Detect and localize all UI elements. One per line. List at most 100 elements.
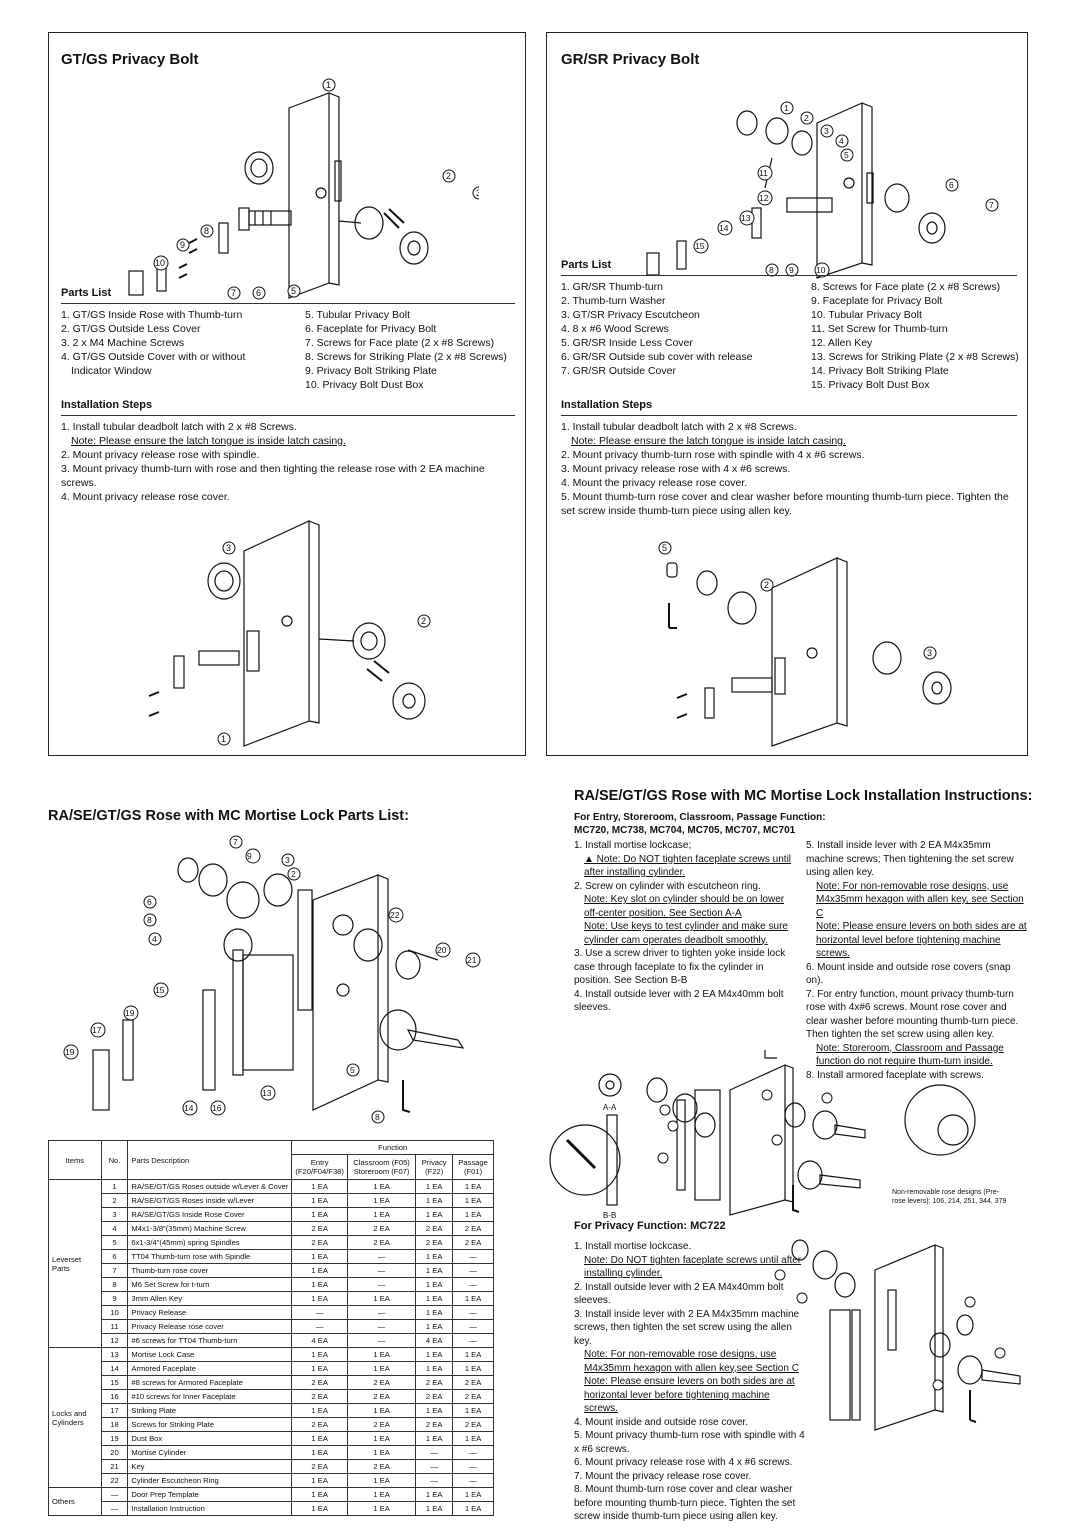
part-description: Dust Box (127, 1431, 293, 1446)
table-cell: 1 EA (291, 1445, 348, 1460)
note: Note: Please ensure the latch tongue is … (71, 435, 346, 447)
table-cell: 1 EA (452, 1487, 494, 1502)
table-cell: 2 EA (346, 1235, 417, 1250)
gr-panel-title: GR/SR Privacy Bolt (561, 51, 700, 68)
svg-text:17: 17 (92, 1025, 102, 1035)
part-description: Door Prep Template (127, 1487, 293, 1502)
table-cell: 2 EA (415, 1375, 454, 1390)
list-item: 5. Tubular Privacy Bolt (305, 309, 411, 321)
svg-text:2: 2 (291, 869, 296, 879)
table-cell: 2 EA (415, 1417, 454, 1432)
gr-privacy-bolt-panel: GR/SR Privacy Bolt 1 2 3 4 5 6 7 8 (546, 32, 1028, 756)
table-cell: — (452, 1249, 494, 1264)
list-item: 6. GR/SR Outside sub cover with release (561, 351, 753, 363)
table-cell: — (346, 1263, 417, 1278)
table-cell: 7 (100, 1263, 129, 1278)
svg-text:16: 16 (212, 1103, 222, 1113)
step: 3. Mount privacy release rose with 4 x #… (561, 463, 791, 475)
svg-text:3: 3 (476, 188, 479, 198)
gr-install-diagram: 5 2 3 4 (658, 541, 952, 747)
table-cell: — (452, 1277, 494, 1292)
table-cell: 3 (100, 1207, 129, 1222)
svg-text:1: 1 (326, 80, 331, 90)
gr-parts-right: 8. Screws for Face plate (2 x #8 Screws)… (811, 280, 1019, 392)
part-description: Privacy Release (127, 1305, 293, 1320)
table-cell: 1 EA (291, 1361, 348, 1376)
svg-text:5: 5 (350, 1065, 355, 1075)
entry-left-column: 1. Install mortise lockcase;▲ Note: Do N… (574, 839, 798, 1015)
table-cell: 1 EA (346, 1501, 417, 1516)
step: 1. Install tubular deadbolt latch with 2… (61, 421, 297, 433)
mortise-parts-title: RA/SE/GT/GS Rose with MC Mortise Lock Pa… (48, 808, 409, 824)
table-cell: 1 EA (346, 1193, 417, 1208)
table-cell: 2 EA (415, 1389, 454, 1404)
step: 8. Mount thumb-turn rose cover and clear… (574, 1484, 796, 1522)
svg-text:8: 8 (375, 1112, 380, 1122)
svg-text:15: 15 (695, 241, 705, 251)
group-label: Leverset Parts (48, 1179, 102, 1348)
step: 7. For entry function, mount privacy thu… (806, 988, 1019, 1041)
svg-text:19: 19 (125, 1008, 135, 1018)
table-cell: 4 EA (291, 1333, 348, 1348)
table-cell: — (291, 1319, 348, 1334)
table-cell: 2 EA (346, 1375, 417, 1390)
table-cell: 1 EA (291, 1291, 348, 1306)
table-cell: 6 (100, 1249, 129, 1264)
table-cell: 5 (100, 1235, 129, 1250)
gr-parts-heading: Parts List (561, 259, 612, 271)
table-cell: 18 (100, 1417, 129, 1432)
privacy-steps: 1. Install mortise lockcase.Note: Do NOT… (574, 1240, 806, 1524)
list-item: 3. 2 x M4 Machine Screws (61, 337, 185, 349)
col-header-privacy: Privacy (F22) (415, 1154, 454, 1180)
table-cell: 1 EA (346, 1403, 417, 1418)
step: 7. Mount the privacy release rose cover. (574, 1470, 752, 1482)
list-item: 13. Screws for Striking Plate (2 x #8 Sc… (811, 351, 1019, 363)
svg-text:8: 8 (204, 226, 209, 236)
svg-text:9: 9 (180, 240, 185, 250)
table-cell: 2 EA (452, 1389, 494, 1404)
step: 1. Install tubular deadbolt latch with 2… (561, 421, 797, 433)
col-header-classroom: Classroom (F05) Storeroom (F07) (346, 1154, 417, 1180)
list-item: 14. Privacy Bolt Striking Plate (811, 365, 949, 377)
table-cell: — (452, 1305, 494, 1320)
gr-steps-heading: Installation Steps (561, 399, 653, 411)
table-cell: 20 (100, 1445, 129, 1460)
col-header-passage: Passage (F01) (452, 1154, 494, 1180)
list-item: 7. GR/SR Outside Cover (561, 365, 676, 377)
table-cell: 1 EA (291, 1403, 348, 1418)
col-header-no: No. (100, 1140, 129, 1180)
part-description: TT04 Thumb-turn rose with Spindle (127, 1249, 293, 1264)
part-description: M4x1-3/8"(35mm) Machine Screw (127, 1221, 293, 1236)
step: 6. Mount inside and outside rose covers … (806, 961, 1011, 987)
table-cell: 2 EA (452, 1221, 494, 1236)
table-cell: 4 (100, 1221, 129, 1236)
table-cell: 2 EA (452, 1375, 494, 1390)
table-cell: 2 EA (291, 1375, 348, 1390)
svg-text:3: 3 (824, 126, 829, 136)
callout-1 (322, 78, 336, 92)
note: Note: For non-removable rose designs, us… (584, 1349, 799, 1374)
table-cell: 2 EA (415, 1221, 454, 1236)
part-description: Striking Plate (127, 1403, 293, 1418)
table-cell: — (415, 1445, 454, 1460)
table-cell: 1 (100, 1179, 129, 1194)
note: ▲ Note: Do NOT tighten faceplate screws … (584, 853, 792, 879)
svg-text:22: 22 (390, 910, 400, 920)
list-item: 2. Thumb-turn Washer (561, 295, 666, 307)
table-cell: 10 (100, 1305, 129, 1320)
table-cell: — (346, 1249, 417, 1264)
step: 5. Install inside lever with 2 EA M4x35m… (806, 840, 1014, 878)
svg-text:6: 6 (256, 288, 261, 298)
table-cell: 1 EA (291, 1487, 348, 1502)
note: Note: For non-removable rose designs, us… (816, 880, 1024, 919)
table-cell: 1 EA (415, 1179, 454, 1194)
table-cell: 2 EA (291, 1235, 348, 1250)
step: 1. Install mortise lockcase. (574, 1241, 692, 1252)
list-item: Indicator Window (71, 365, 152, 377)
